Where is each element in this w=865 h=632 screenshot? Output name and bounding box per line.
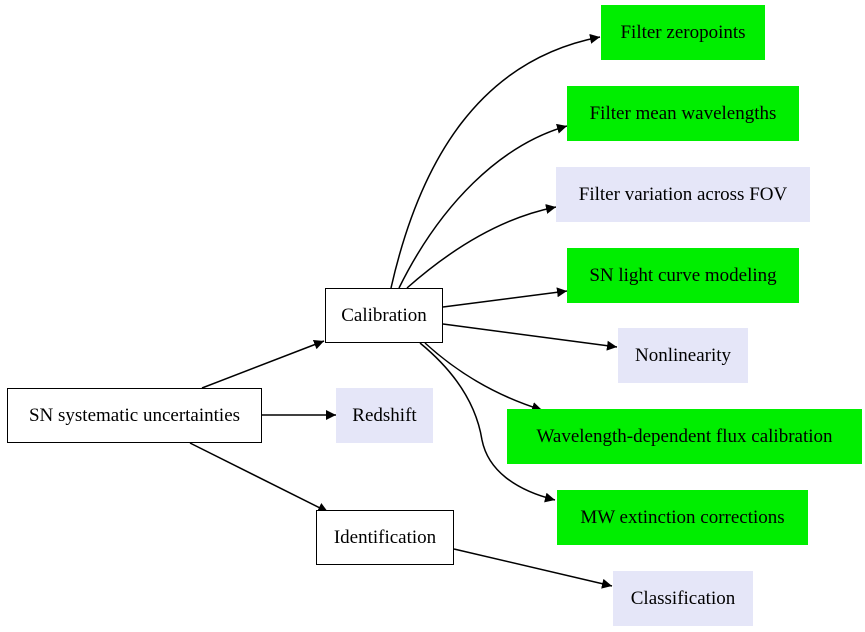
edge-calibration-filter-mean-wavelengths	[398, 123, 568, 289]
node-sn-systematic-uncertainties: SN systematic uncertainties	[7, 388, 262, 443]
edge-root-calibration	[201, 339, 325, 389]
edge-calibration-mw-extinction	[419, 342, 556, 503]
edge-calibration-flux-calibration	[424, 342, 543, 412]
edge-root-identification	[189, 442, 329, 513]
node-identification: Identification	[316, 510, 454, 565]
node-sn-light-curve-modeling: SN light curve modeling	[567, 248, 799, 303]
edge-calibration-filter-variation	[406, 204, 557, 289]
node-mw-extinction-corrections: MW extinction corrections	[557, 490, 808, 545]
node-wavelength-dependent-flux-calibration: Wavelength-dependent flux calibration	[507, 409, 862, 464]
node-filter-variation-across-fov: Filter variation across FOV	[556, 167, 810, 222]
node-calibration: Calibration	[325, 288, 443, 343]
edge-calibration-nonlinearity	[442, 323, 618, 351]
node-filter-zeropoints: Filter zeropoints	[601, 5, 765, 60]
edge-calibration-sn-light-curve	[442, 287, 568, 308]
node-filter-mean-wavelengths: Filter mean wavelengths	[567, 86, 799, 141]
node-classification: Classification	[613, 571, 753, 626]
edge-calibration-filter-zeropoints	[390, 33, 601, 289]
edge-identification-classification	[453, 548, 613, 589]
node-nonlinearity: Nonlinearity	[618, 328, 748, 383]
node-redshift: Redshift	[336, 388, 433, 443]
